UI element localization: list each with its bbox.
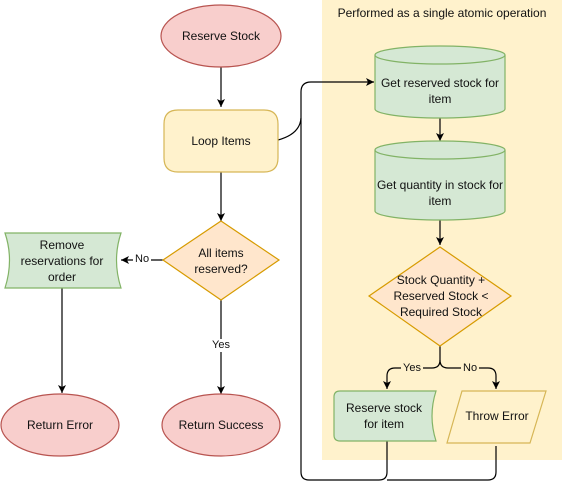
node-all-items-reserved[interactable] bbox=[161, 220, 281, 301]
group-title: Performed as a single atomic operation bbox=[337, 6, 547, 20]
edge-loop-to-get-reserved bbox=[277, 78, 374, 141]
edge-label-no-inner: No bbox=[461, 362, 480, 375]
node-get-quantity-in-stock[interactable] bbox=[374, 140, 506, 221]
edge-label-yes-inner: Yes bbox=[401, 362, 423, 375]
node-reserve-stock[interactable] bbox=[160, 4, 282, 68]
node-throw-error[interactable] bbox=[446, 390, 547, 444]
edge-label-yes: Yes bbox=[210, 339, 232, 352]
node-get-reserved-stock[interactable] bbox=[374, 45, 506, 119]
edge-label-no: No bbox=[133, 253, 152, 266]
node-remove-reservations[interactable] bbox=[4, 232, 122, 289]
node-return-error[interactable] bbox=[0, 393, 120, 457]
node-loop-items[interactable] bbox=[163, 109, 279, 173]
edge-check-no-to-throw bbox=[439, 359, 500, 389]
node-reserve-stock-for-item[interactable] bbox=[333, 390, 437, 442]
edge-throw-loop-back bbox=[387, 446, 497, 481]
node-stock-check[interactable] bbox=[367, 246, 513, 347]
node-return-success[interactable] bbox=[161, 393, 281, 457]
edge-reserve-item-loop-back bbox=[300, 118, 388, 481]
